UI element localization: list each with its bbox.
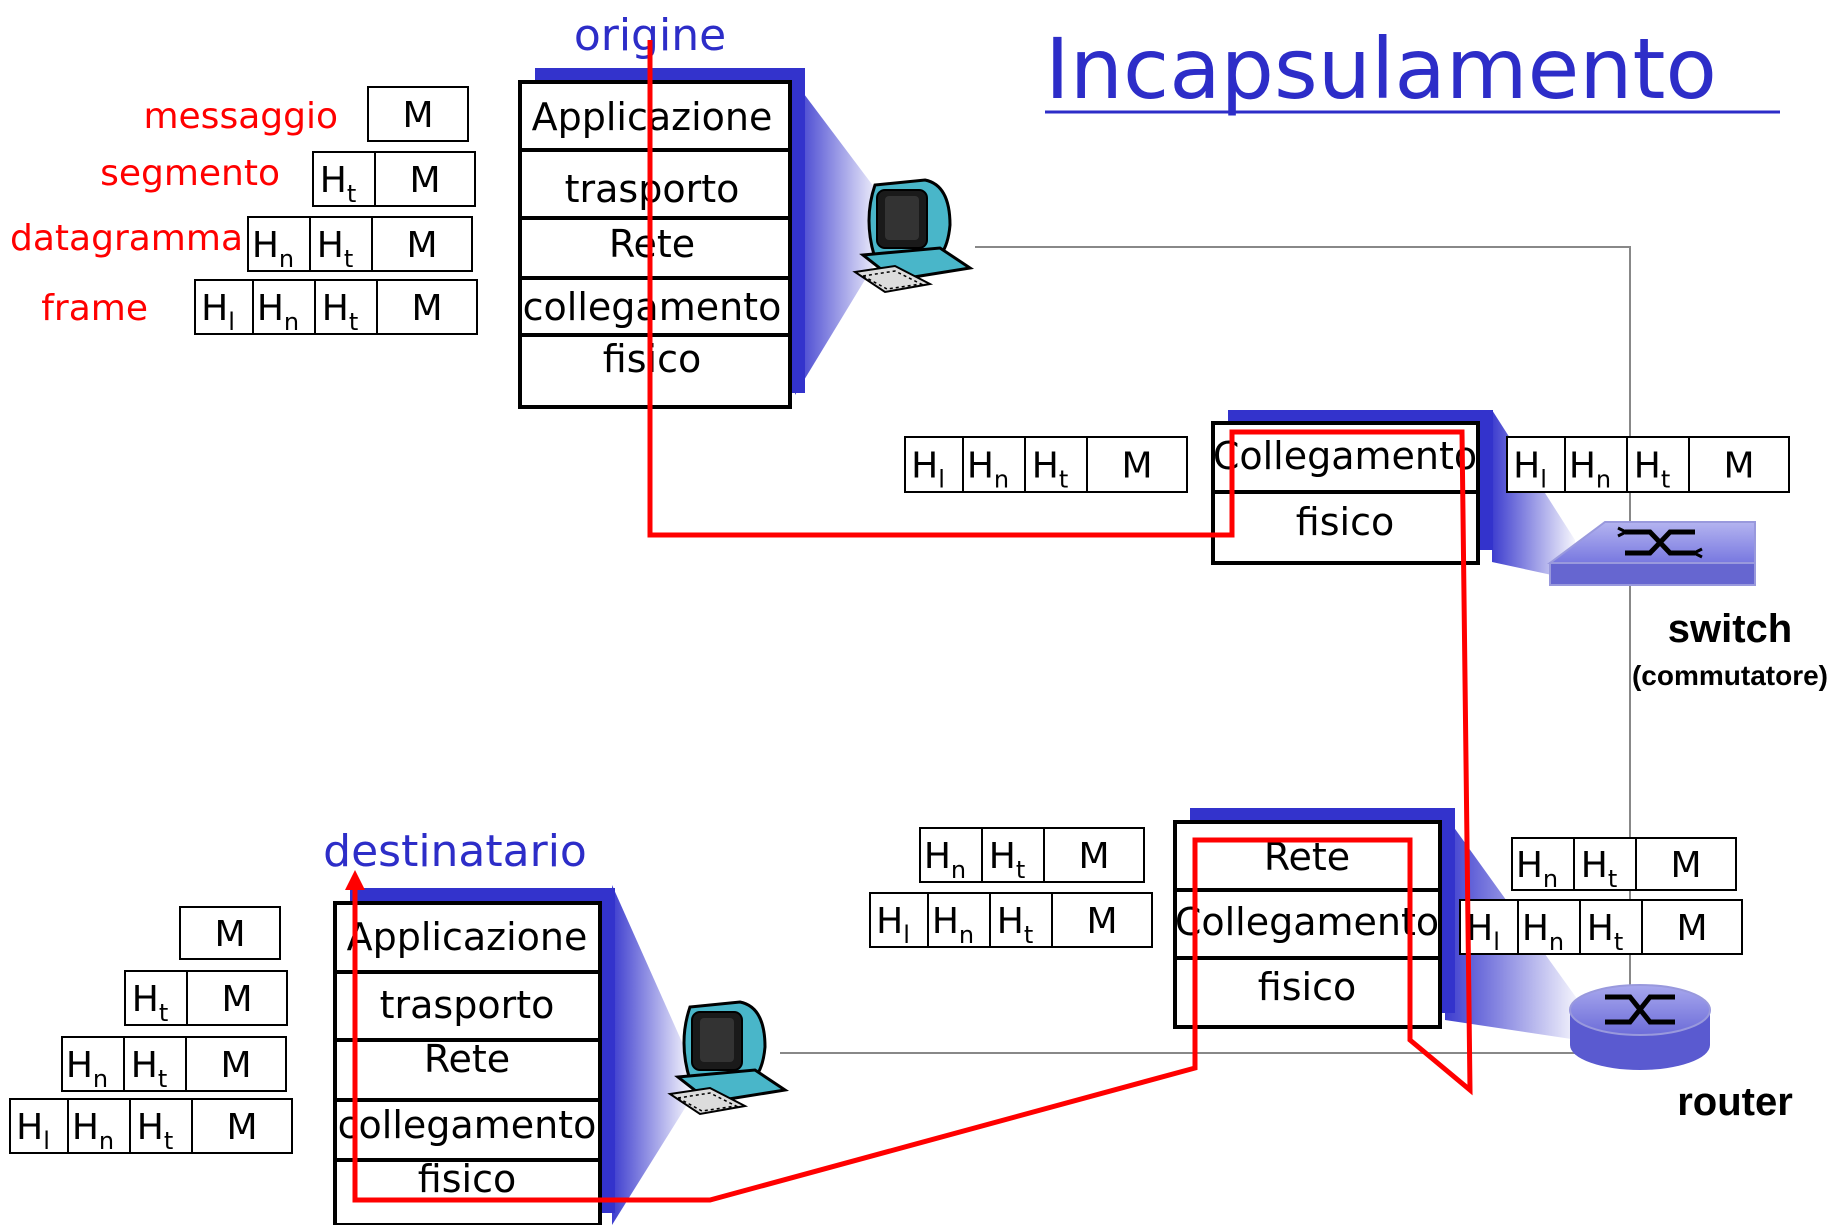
header-field-n: [1564, 436, 1628, 493]
message-field: [186, 970, 288, 1026]
header-field-n: [1517, 899, 1581, 955]
message-label: M: [402, 95, 433, 136]
header-field-n: [962, 436, 1026, 493]
message-label: M: [1078, 836, 1109, 877]
message-label: M: [409, 160, 440, 201]
network-links: [780, 246, 1631, 1054]
switch-label: switch: [1668, 607, 1792, 651]
source-computer-icon: [852, 178, 975, 294]
message-label: M: [214, 914, 245, 955]
header-field-l: [9, 1098, 69, 1154]
message-label: M: [1121, 446, 1152, 487]
dest-protocol-stack: Applicazione trasporto Rete collegamento…: [333, 888, 615, 1225]
data-path-arrowhead: [345, 870, 365, 890]
switch-sublabel: (commutatore): [1632, 660, 1828, 691]
dest-computer-icon: [667, 1000, 790, 1116]
packet-12: Hn Ht M: [61, 1036, 287, 1093]
switch-icon: [1546, 521, 1756, 586]
router-layer-link: Collegamento: [1175, 900, 1439, 944]
message-field: [371, 216, 473, 272]
message-field: [1086, 436, 1188, 493]
message-label: M: [1723, 446, 1754, 487]
pdu-name-datagram: datagramma: [10, 218, 243, 259]
message-field: [1051, 892, 1153, 948]
message-field: [1688, 436, 1790, 493]
packet-0: M: [367, 86, 469, 142]
router-icon: [1569, 984, 1711, 1070]
message-field: [1641, 899, 1743, 955]
message-label: M: [1670, 845, 1701, 886]
message-field: [374, 151, 476, 207]
message-field: [179, 906, 281, 960]
data-path: [352, 40, 1473, 1203]
header-field-n: [247, 216, 311, 272]
packet-10: M: [179, 906, 281, 960]
header-label-t: Ht: [997, 901, 1034, 949]
header-label-n: Hn: [66, 1045, 108, 1093]
message-label: M: [411, 288, 442, 329]
switch-layer-link: Collegamento: [1213, 434, 1477, 478]
header-field-t: [309, 216, 373, 272]
header-field-t: [1024, 436, 1088, 493]
router-label: router: [1677, 1080, 1793, 1124]
dest-label: destinatario: [323, 826, 587, 877]
pdu-name-segment: segmento: [100, 153, 280, 194]
header-field-t: [1579, 899, 1643, 955]
message-label: M: [220, 1045, 251, 1086]
message-field: [185, 1036, 287, 1092]
message-field: [191, 1098, 293, 1154]
header-field-n: [67, 1098, 131, 1154]
header-label-t: Ht: [131, 1045, 168, 1093]
header-field-t: [129, 1098, 193, 1154]
message-label: M: [1676, 908, 1707, 949]
dest-layer-link: collegamento: [338, 1103, 597, 1147]
message-label: M: [226, 1107, 257, 1148]
message-field: [1043, 827, 1145, 883]
header-field-t: [314, 279, 378, 335]
message-label: M: [406, 225, 437, 266]
message-field: [376, 279, 478, 335]
router-layer-physical: fisico: [1258, 965, 1356, 1009]
message-field: [1635, 837, 1737, 891]
message-label: M: [221, 979, 252, 1020]
header-field-l: [904, 436, 964, 493]
message-field: [367, 86, 469, 142]
header-field-n: [927, 892, 991, 948]
message-label: M: [1086, 901, 1117, 942]
header-field-t: [1626, 436, 1690, 493]
dest-layer-physical: fisico: [418, 1157, 516, 1201]
header-field-l: [194, 279, 254, 335]
header-label-l: Hl: [876, 901, 910, 949]
source-protocol-stack: Applicazione trasporto Rete collegamento…: [518, 68, 805, 409]
switch-layer-physical: fisico: [1296, 500, 1394, 544]
pdu-name-frame: frame: [41, 288, 148, 329]
header-field-n: [919, 827, 983, 883]
dest-layer-transport: trasporto: [380, 983, 555, 1027]
header-field-t: [123, 1036, 187, 1092]
dest-layer-application: Applicazione: [347, 915, 588, 959]
header-label-n: Hn: [257, 288, 299, 336]
header-field-n: [61, 1036, 125, 1092]
header-field-l: [1506, 436, 1566, 493]
header-field-n: [1511, 837, 1575, 891]
header-field-t: [1573, 837, 1637, 891]
dest-layer-network: Rete: [424, 1037, 510, 1081]
header-field-t: [989, 892, 1053, 948]
pdu-name-message: messaggio: [143, 96, 338, 137]
header-field-l: [869, 892, 929, 948]
page-title: Incapsulamento: [1045, 20, 1717, 118]
